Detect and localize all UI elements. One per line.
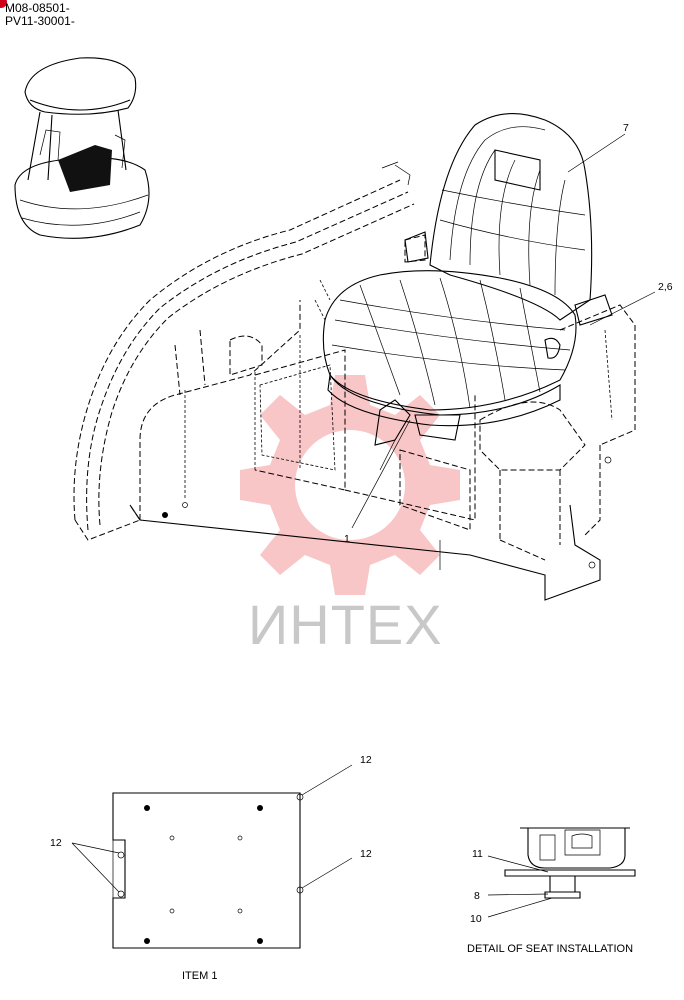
corner-marker [0, 0, 7, 8]
serial-range-2: PV11-30001- [5, 14, 75, 28]
callout-12-top: 12 [360, 754, 372, 766]
watermark-gear-icon [240, 375, 460, 595]
machine-overview-thumbnail [14, 57, 150, 239]
callout-8: 8 [474, 890, 480, 902]
callout-12-left: 12 [50, 837, 62, 849]
serial-range-1: M08-08501- [5, 1, 70, 15]
callout-11: 11 [472, 848, 483, 860]
callout-12-right: 12 [360, 848, 372, 860]
detail-caption: DETAIL OF SEAT INSTALLATION [467, 943, 634, 955]
seat-installation-detail [487, 827, 636, 918]
callout-10: 10 [470, 913, 482, 925]
callout-leaders [351, 133, 656, 529]
callout-2-6: 2,6 [658, 281, 673, 293]
watermark-text: ИНТЕХ [248, 593, 443, 656]
callout-7: 7 [623, 122, 629, 134]
cab-floor-assembly [73, 161, 636, 601]
item1-floor-plate [71, 764, 353, 949]
operator-seat [322, 113, 613, 471]
callout-1: 1 [344, 533, 350, 545]
item1-caption: ITEM 1 [182, 970, 218, 982]
